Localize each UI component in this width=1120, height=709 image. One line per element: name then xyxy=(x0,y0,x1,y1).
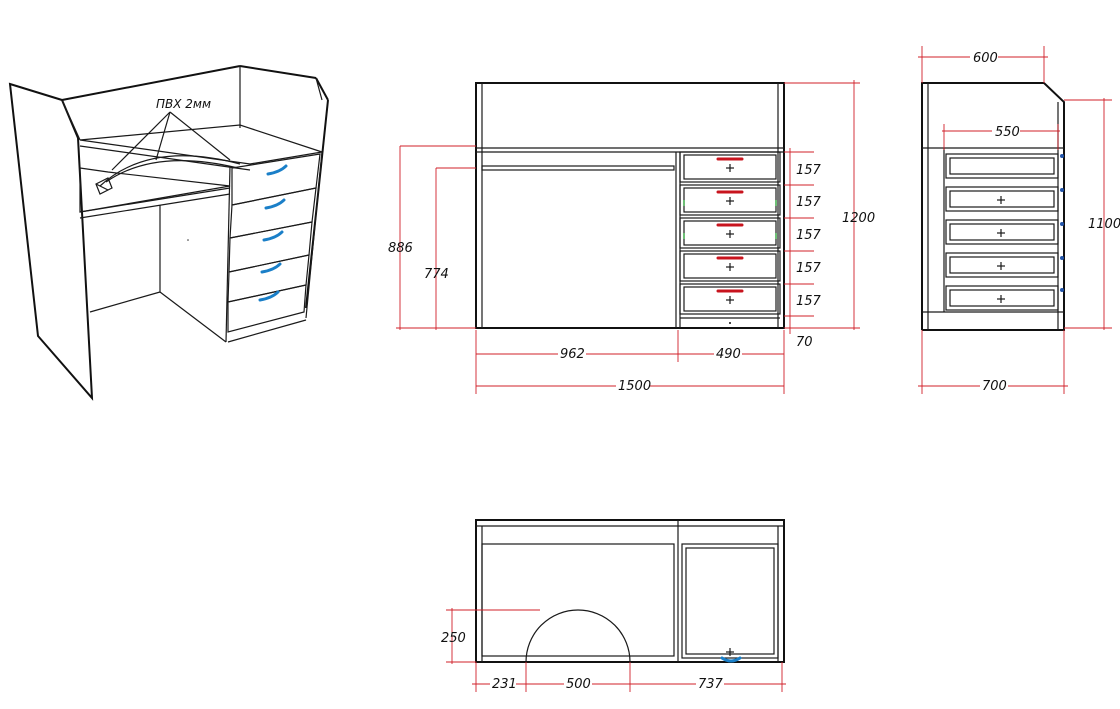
dim-1100: 1100 xyxy=(1088,217,1120,232)
dim-550: 550 xyxy=(995,125,1020,140)
dim-1200: 1200 xyxy=(842,211,875,226)
plan-handle xyxy=(720,656,742,663)
dim-231: 231 xyxy=(492,677,517,692)
dim-600: 600 xyxy=(973,51,998,66)
iso-handle xyxy=(260,262,282,274)
dim-737: 737 xyxy=(698,677,724,692)
dim-886: 886 xyxy=(388,241,413,256)
dim-drawer-3: 157 xyxy=(796,228,822,243)
dim-drawer-1: 157 xyxy=(796,163,822,178)
iso-handle xyxy=(266,164,288,176)
side-view: 600 550 1100 700 xyxy=(918,46,1120,394)
dim-490: 490 xyxy=(716,347,741,362)
plan-view: 250 231 500 737 xyxy=(441,519,786,692)
dim-drawer-5: 157 xyxy=(796,294,822,309)
dim-1500: 1500 xyxy=(618,379,651,394)
iso-top-counter xyxy=(79,124,323,165)
iso-handle xyxy=(264,198,286,210)
dim-drawer-2: 157 xyxy=(796,195,822,210)
dim-962: 962 xyxy=(560,347,585,362)
side-drawers xyxy=(945,153,1059,311)
iso-left-panel xyxy=(8,82,94,401)
dim-plinth: 70 xyxy=(796,335,813,350)
pvc-note: ПВХ 2мм xyxy=(156,97,211,111)
dim-700: 700 xyxy=(982,379,1007,394)
isometric-view: ПВХ 2мм xyxy=(8,65,329,401)
iso-handle xyxy=(258,290,280,302)
iso-handle xyxy=(262,230,284,242)
dim-drawer-4: 157 xyxy=(796,261,822,276)
dim-500: 500 xyxy=(566,677,591,692)
dim-250: 250 xyxy=(441,631,466,646)
front-view: 886 774 1200 157 157 157 157 157 70 962 … xyxy=(388,80,875,394)
dim-774: 774 xyxy=(424,267,449,282)
